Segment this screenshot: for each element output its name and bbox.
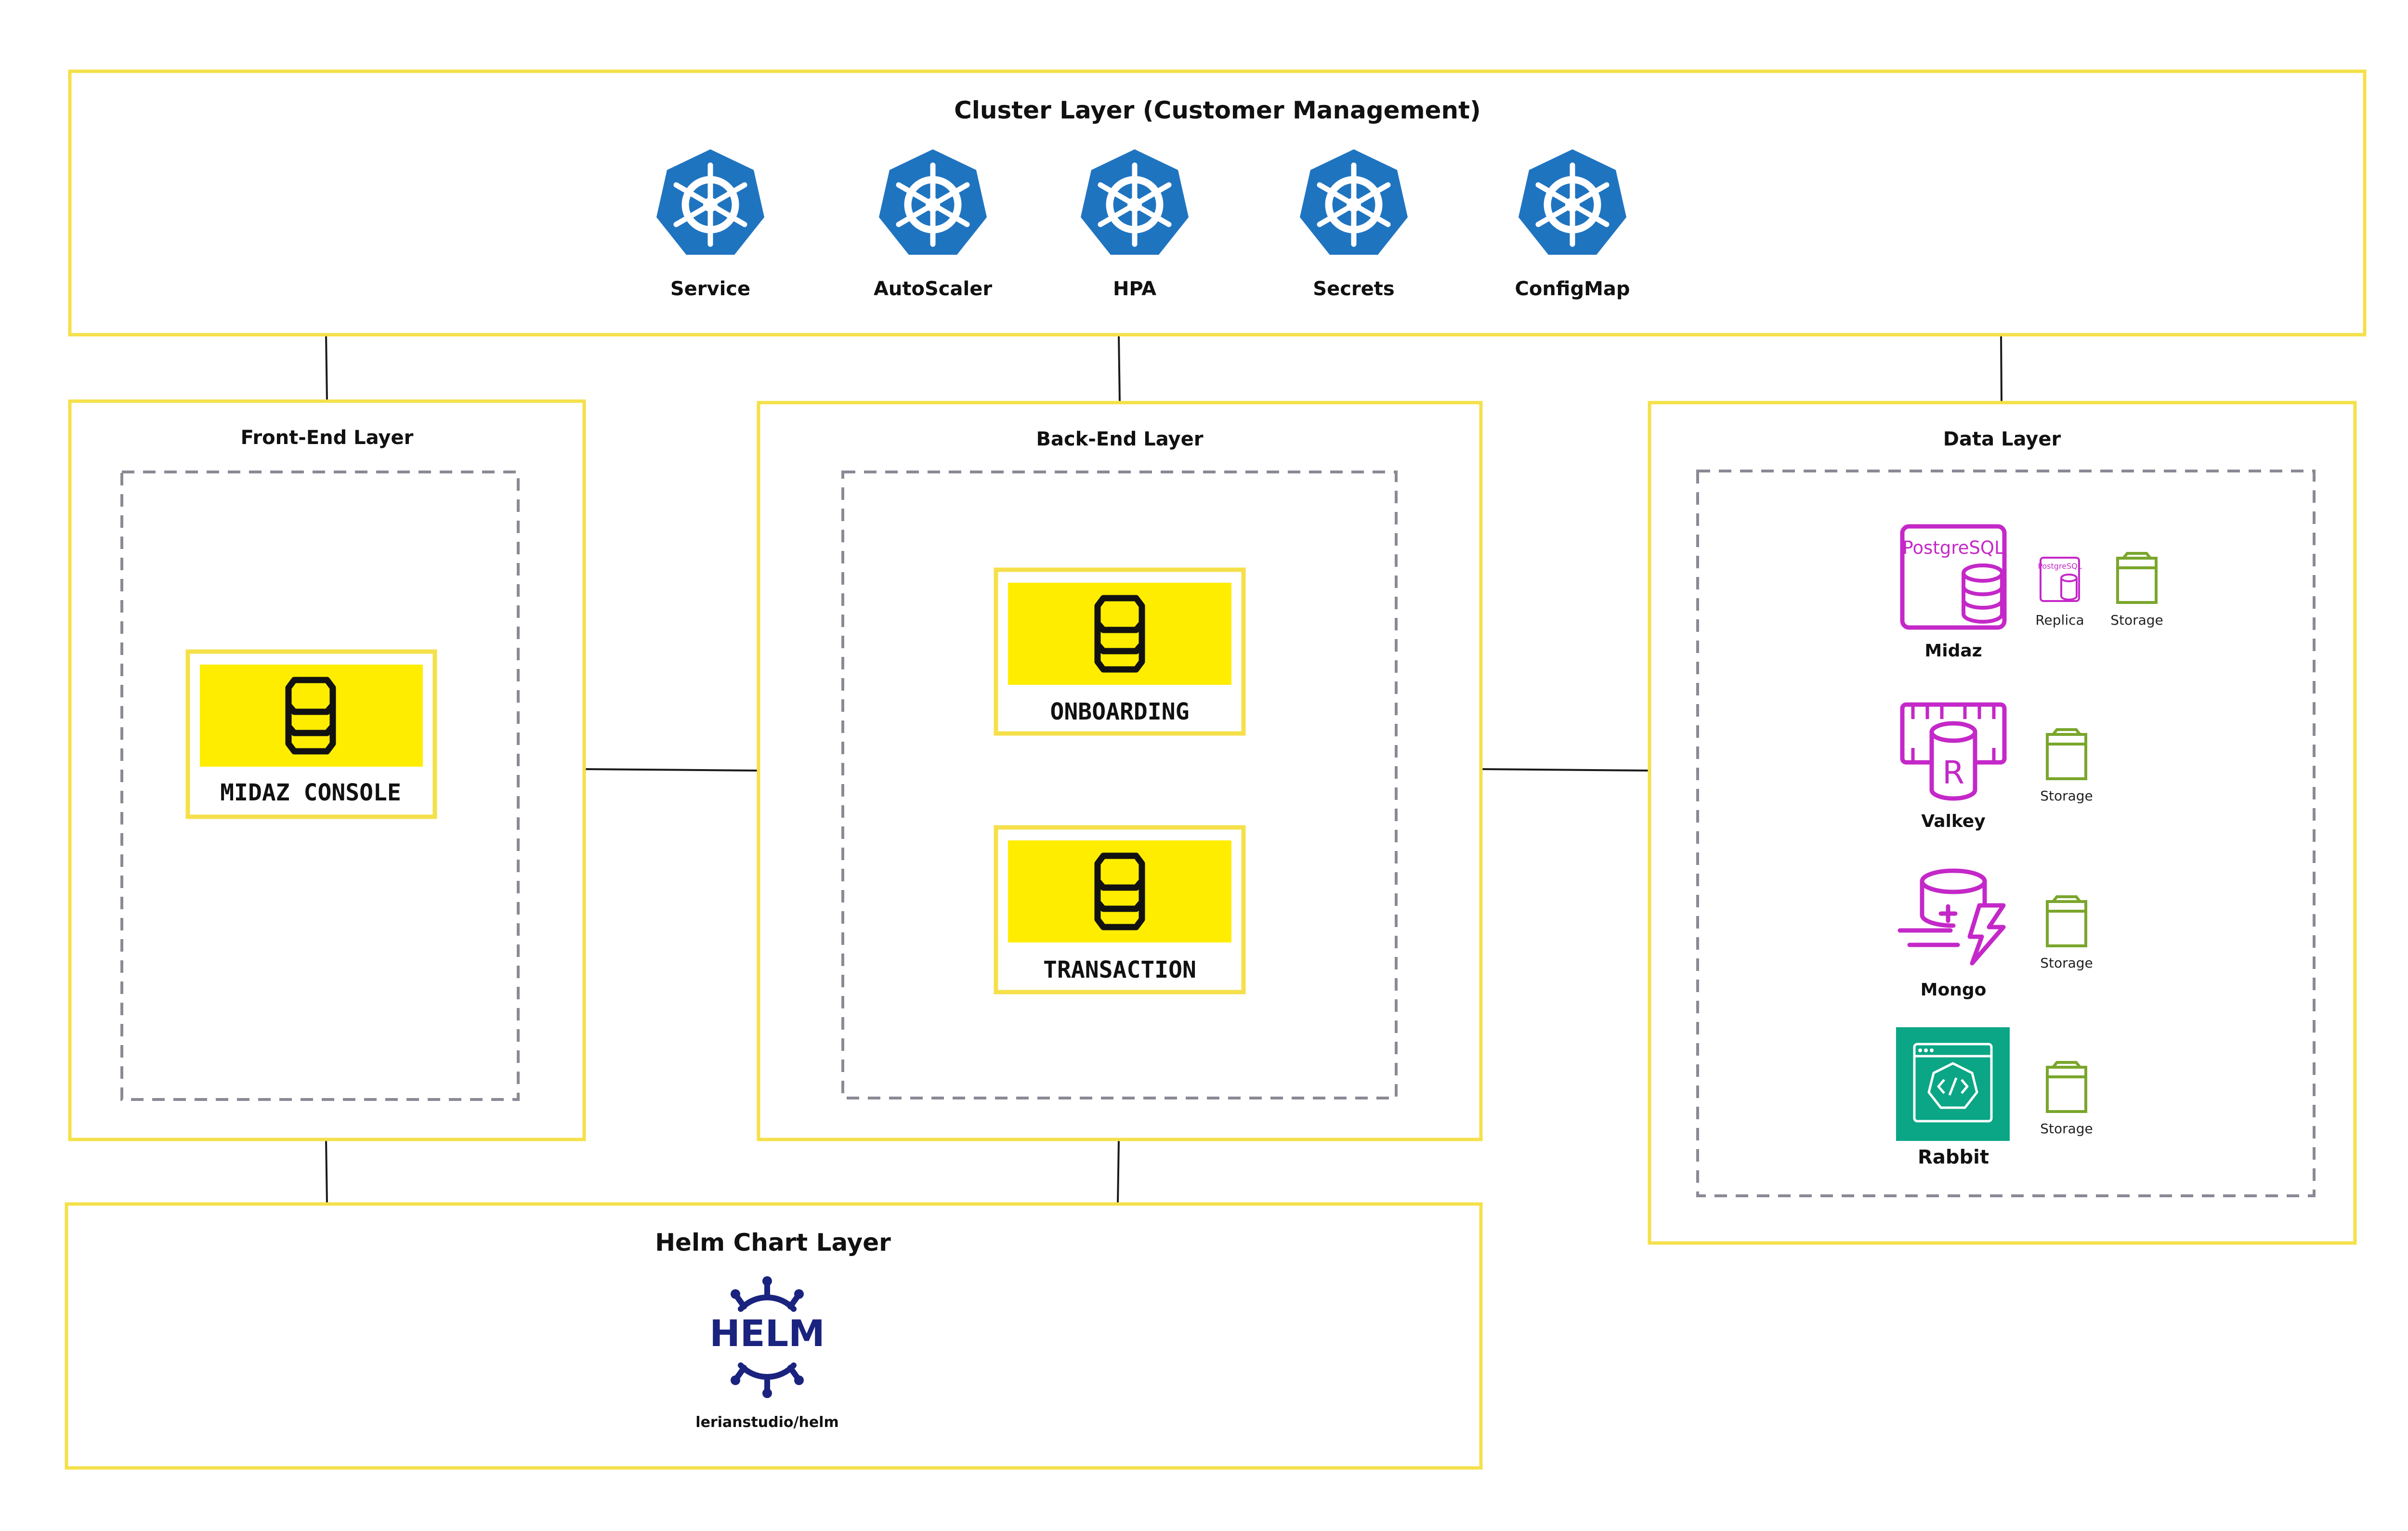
helm-layer-title: Helm Chart Layer [655,1229,891,1256]
valkey-label: Valkey [1921,811,1985,831]
frontend-group-boundary [120,471,520,1101]
valkey: R Valkey Storage [1900,702,2093,831]
mongo-icon [1898,868,2006,966]
midaz-label: Midaz [1924,641,1982,661]
storage-label: Storage [2040,788,2093,804]
postgres-storage: Storage [2110,553,2163,628]
connector-lines [325,334,2002,1204]
helm-layer: Helm Chart Layer HELM leri [65,1202,1483,1470]
k8s-service: Service [656,149,764,300]
data-group-boundary [1696,470,2316,1197]
svg-text:R: R [1942,754,1964,791]
backend-layer-frame [757,401,1483,1141]
replica-label: Replica [2035,612,2084,628]
postgres-midaz: PostgreSQL Midaz PostgreSQL [1900,524,2163,661]
data-layer-title: Data Layer [1943,428,2061,450]
backend-layer: Back-End Layer ONBOARDING TRANSACTION [757,401,1483,1141]
helm-icon: HELM [709,1276,825,1398]
svg-text:PostgreSQL: PostgreSQL [2038,562,2081,571]
mongo-label: Mongo [1921,980,1987,1000]
frontend-layer-title: Front-End Layer [241,427,414,449]
k8s-secrets: Secrets [1300,149,1408,300]
valkey-icon: R [1900,702,2007,801]
k8s-secrets-label: Secrets [1313,278,1394,300]
onboarding-app: ONBOARDING [994,567,1246,736]
rabbit-storage: Storage [2040,1062,2093,1137]
transaction-app: TRANSACTION [994,825,1246,994]
cluster-layer-frame [68,69,2367,337]
k8s-configmap-label: ConfigMap [1515,278,1630,300]
midaz-console-app: MIDAZ CONSOLE [185,649,437,819]
rabbitmq-icon [1896,1027,2010,1141]
postgresql-icon: PostgreSQL [1900,524,2007,630]
transaction-label: TRANSACTION [1043,956,1196,983]
k8s-autoscaler-label: AutoScaler [874,278,992,300]
storage-label: Storage [2110,612,2163,628]
mongo: Mongo Storage [1898,868,2093,1000]
valkey-storage: Storage [2040,730,2093,804]
mongo-storage: Storage [2040,897,2093,971]
svg-text:HELM: HELM [709,1312,825,1355]
rabbit-label: Rabbit [1918,1146,1989,1168]
helm-repo-label: lerianstudio/helm [695,1414,838,1431]
k8s-service-label: Service [670,278,750,300]
k8s-configmap: ConfigMap [1515,149,1630,300]
backend-group-boundary [841,471,1398,1099]
data-layer: Data Layer PostgreSQL Midaz PostgreSQL [1648,401,2357,1245]
storage-label: Storage [2040,955,2093,971]
k8s-autoscaler: AutoScaler [874,149,992,300]
postgres-replica: PostgreSQL Replica [2035,557,2084,628]
frontend-layer: Front-End Layer MIDAZ CONSOLE [68,399,586,1141]
storage-label: Storage [2040,1121,2093,1137]
rabbit: Rabbit Storage [1896,1027,2093,1168]
backend-layer-title: Back-End Layer [1036,428,1204,450]
cluster-layer: Cluster Layer (Customer Management) Serv… [68,69,2367,337]
cluster-layer-title: Cluster Layer (Customer Management) [954,96,1481,124]
midaz-console-label: MIDAZ CONSOLE [220,779,401,806]
helm-layer-frame [65,1202,1483,1470]
postgresql-icon: PostgreSQL [2038,557,2082,602]
k8s-hpa: HPA [1081,149,1189,300]
k8s-hpa-label: HPA [1113,278,1156,300]
svg-text:PostgreSQL: PostgreSQL [1902,537,2004,558]
onboarding-label: ONBOARDING [1050,698,1190,725]
